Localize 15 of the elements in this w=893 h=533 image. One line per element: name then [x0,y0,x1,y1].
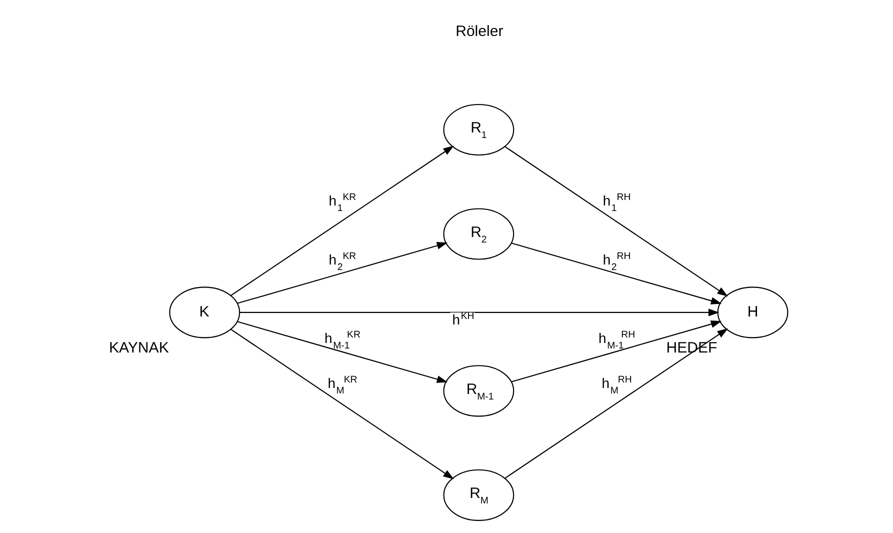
arrow [230,328,454,480]
arrow [230,146,454,296]
edge-label: h$^{KH}$ [452,311,474,328]
node-ellipse: R$_{M-1}$ [442,365,514,417]
label: Röleler [455,22,503,40]
node-label: KAYNAK [108,339,168,356]
arrow [510,242,722,304]
arrow [504,146,728,297]
arrow [239,308,719,316]
arrow [236,321,448,383]
arrow [510,320,722,382]
arrow [236,242,448,304]
node-ellipse: K [168,286,240,338]
arrow [504,328,728,479]
node-ellipse: R$_{2}$ [442,208,514,260]
